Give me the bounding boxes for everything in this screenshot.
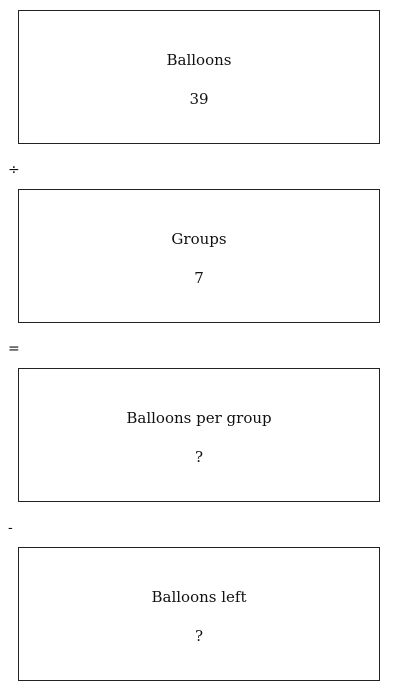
groups-label: Groups (171, 230, 227, 248)
groups-value: 7 (194, 269, 204, 287)
divide-operator: ÷ (8, 162, 20, 178)
balloons-per-group-label: Balloons per group (126, 409, 272, 427)
balloons-left-value: ? (194, 627, 204, 645)
balloons-label: Balloons (166, 51, 232, 69)
balloons-left-label: Balloons left (151, 588, 247, 606)
minus-operator: - (8, 520, 13, 536)
balloons-box: Balloons 39 (18, 10, 380, 144)
balloons-per-group-value: ? (194, 448, 204, 466)
groups-box: Groups 7 (18, 189, 380, 323)
balloons-left-box: Balloons left ? (18, 547, 380, 681)
equals-operator: = (8, 341, 20, 357)
balloons-per-group-box: Balloons per group ? (18, 368, 380, 502)
balloons-value: 39 (189, 90, 209, 108)
